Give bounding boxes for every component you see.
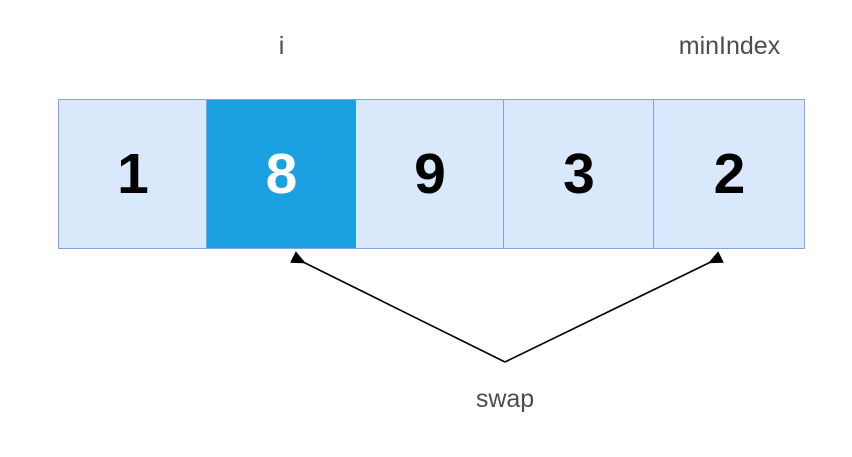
array-cell-1: 8 (207, 100, 356, 248)
array-cell-value-0: 1 (117, 141, 149, 206)
array-cell-0: 1 (59, 100, 207, 248)
pointer-label-i: i (278, 32, 285, 60)
pointer-label-minindex: minIndex (678, 32, 781, 60)
array-cell-value-3: 3 (563, 141, 595, 206)
array-cell-value-1: 8 (265, 141, 298, 206)
array-cell-4: 2 (654, 100, 804, 248)
array-cell-3: 3 (504, 100, 654, 248)
array-cell-value-4: 2 (713, 141, 746, 206)
array-cell-value-2: 9 (414, 141, 446, 206)
array-cell-2: 9 (356, 100, 504, 248)
array-container: 1 8 9 3 2 (58, 99, 805, 249)
swap-label: swap (475, 385, 535, 413)
swap-arrow-right (504, 251, 724, 363)
swap-arrow-left (290, 251, 506, 363)
